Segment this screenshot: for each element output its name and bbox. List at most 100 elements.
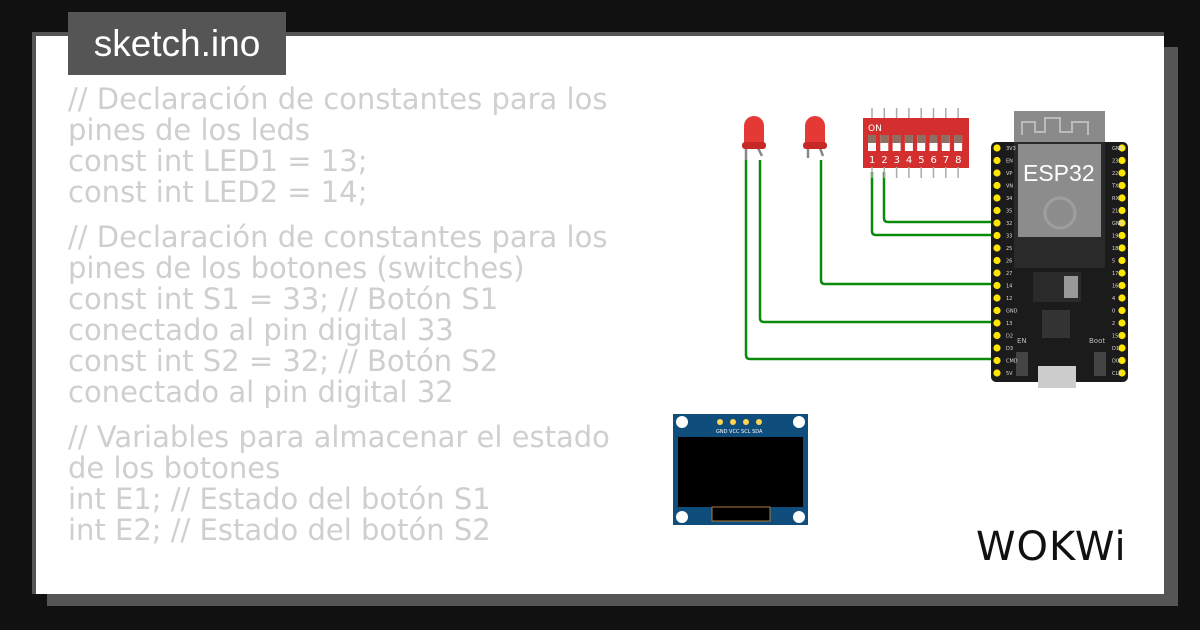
esp32-pin[interactable] xyxy=(993,156,1001,165)
esp32-pin-label: EN xyxy=(1006,159,1013,165)
esp32-pin[interactable] xyxy=(1118,169,1126,177)
code-line: int E1; // Estado del botón S1 xyxy=(68,482,491,516)
esp32-pin[interactable] xyxy=(1118,231,1126,240)
esp32-pin-label: 2 xyxy=(1112,321,1115,327)
led-1[interactable] xyxy=(742,116,766,160)
dip-number: 4 xyxy=(906,155,912,166)
dip-toggle-knob xyxy=(904,135,913,143)
esp32-pin-label: TX xyxy=(1111,184,1119,190)
esp32-pin[interactable] xyxy=(1118,281,1126,290)
esp32-pin[interactable] xyxy=(993,356,1001,365)
esp32-pin[interactable] xyxy=(993,181,1001,190)
dip-toggle-knob xyxy=(868,135,876,143)
esp32-pin[interactable] xyxy=(1118,181,1126,190)
esp32-pin-label: 33 xyxy=(1006,234,1012,240)
led-2[interactable] xyxy=(803,116,827,158)
code-line: // Declaración de constantes para los pi… xyxy=(68,82,617,147)
dip-toggle-knob xyxy=(929,135,938,143)
esp32-pin[interactable] xyxy=(1118,144,1126,152)
esp32-pin-label: CLK xyxy=(1112,371,1122,377)
esp32-pin[interactable] xyxy=(1118,269,1126,277)
esp32-pin-label: GND xyxy=(1112,221,1124,227)
espressif-logo-icon xyxy=(1043,196,1077,230)
esp32-pin-label: 32 xyxy=(1006,221,1012,227)
esp32-pin[interactable] xyxy=(993,244,1001,252)
esp32-pin[interactable] xyxy=(993,369,1001,377)
esp32-pin-label: 27 xyxy=(1006,271,1012,277)
wire-led1-cmd xyxy=(744,160,997,361)
esp32-pin-label: 22 xyxy=(1112,171,1118,177)
wires xyxy=(744,160,997,361)
esp32-pin-label: 21 xyxy=(1112,209,1118,215)
esp32-pin[interactable] xyxy=(993,169,1001,177)
esp32-pin-label: CMD xyxy=(1006,359,1018,365)
code-line: const int LED1 = 13; xyxy=(68,144,368,178)
esp32-pin[interactable] xyxy=(1118,294,1126,302)
esp32-pin[interactable] xyxy=(1118,331,1126,340)
esp32-pin[interactable] xyxy=(1118,306,1126,315)
esp32-pin[interactable] xyxy=(993,306,1001,315)
esp32-pin-label: VN xyxy=(1006,184,1013,190)
esp32-pin-label: 26 xyxy=(1006,259,1012,265)
oled-display[interactable]: GND VCC SCL SDA xyxy=(673,414,808,525)
esp32-pin[interactable] xyxy=(1118,219,1126,227)
oled-pin-labels: GND VCC SCL SDA xyxy=(716,429,763,435)
esp32-pin-label: 23 xyxy=(1112,159,1118,165)
esp32-pin-label: 5 xyxy=(1112,259,1115,265)
code-line: int E2; // Estado del botón S2 xyxy=(68,513,491,547)
esp32-pin-label: 25 xyxy=(1006,246,1012,252)
dip-toggle-knob xyxy=(954,135,963,143)
esp32-pin-label: 16 xyxy=(1112,284,1118,290)
boot-button[interactable] xyxy=(1094,352,1106,376)
esp32-pin[interactable] xyxy=(1118,206,1126,215)
esp32-board[interactable]: ESP32 EN Boot 3V3ENVPVN34353233252627141… xyxy=(991,111,1128,388)
code-line: const int S1 = 33; // Botón S1 conectado… xyxy=(68,282,508,347)
dip-number: 3 xyxy=(894,155,900,166)
esp32-pin-label: D2 xyxy=(1006,334,1013,340)
esp32-pin[interactable] xyxy=(1118,369,1126,377)
code-line: const int S2 = 32; // Botón S2 conectado… xyxy=(68,344,508,409)
esp32-pin[interactable] xyxy=(993,319,1001,327)
esp32-pin-label: GND xyxy=(1112,146,1124,152)
esp32-pin[interactable] xyxy=(993,231,1001,240)
en-button[interactable] xyxy=(1016,352,1028,376)
esp32-pin[interactable] xyxy=(1118,194,1126,202)
esp32-pin-label: 5V xyxy=(1006,371,1013,377)
esp32-pin-label: 18 xyxy=(1112,246,1118,252)
dip-number: 7 xyxy=(943,155,949,166)
code-line: // Variables para almacenar el estado de… xyxy=(68,420,620,485)
esp32-label: ESP32 xyxy=(1023,160,1095,186)
esp32-pin[interactable] xyxy=(993,294,1001,302)
esp32-pin-label: RX xyxy=(1112,196,1119,202)
esp32-pin-label: 3V3 xyxy=(1006,146,1016,152)
dip-on-label: ON xyxy=(868,124,882,134)
esp32-pin-label: 15 xyxy=(1112,334,1118,340)
esp32-pin-label: D3 xyxy=(1006,346,1013,352)
esp32-pin[interactable] xyxy=(1118,344,1126,352)
file-tab[interactable]: sketch.ino xyxy=(68,12,286,75)
esp32-pin-label: D0 xyxy=(1112,359,1119,365)
esp32-pin[interactable] xyxy=(993,331,1001,340)
code-preview-card: // Declaración de constantes para los pi… xyxy=(36,36,1164,594)
code-line: const int LED2 = 14; xyxy=(68,175,368,209)
esp32-pin[interactable] xyxy=(993,281,1001,290)
esp32-pin[interactable] xyxy=(993,144,1001,152)
esp32-pin[interactable] xyxy=(1118,356,1126,365)
esp32-pin-label: 0 xyxy=(1112,309,1115,315)
dip-number: 5 xyxy=(918,155,924,166)
esp32-pin[interactable] xyxy=(993,194,1001,202)
esp32-pin[interactable] xyxy=(993,256,1001,265)
dip-number: 1 xyxy=(869,155,875,166)
esp32-pin[interactable] xyxy=(993,269,1001,277)
dip-toggle-knob xyxy=(917,135,926,143)
esp32-pin[interactable] xyxy=(993,344,1001,352)
dip-number: 8 xyxy=(955,155,961,166)
esp32-pin[interactable] xyxy=(1118,244,1126,252)
esp32-pin[interactable] xyxy=(993,219,1001,227)
esp32-pin[interactable] xyxy=(993,206,1001,215)
esp32-pin-label: 4 xyxy=(1112,296,1115,302)
esp32-pin[interactable] xyxy=(1118,256,1126,265)
esp32-pin[interactable] xyxy=(1118,319,1126,327)
esp32-pin[interactable] xyxy=(1118,156,1126,165)
